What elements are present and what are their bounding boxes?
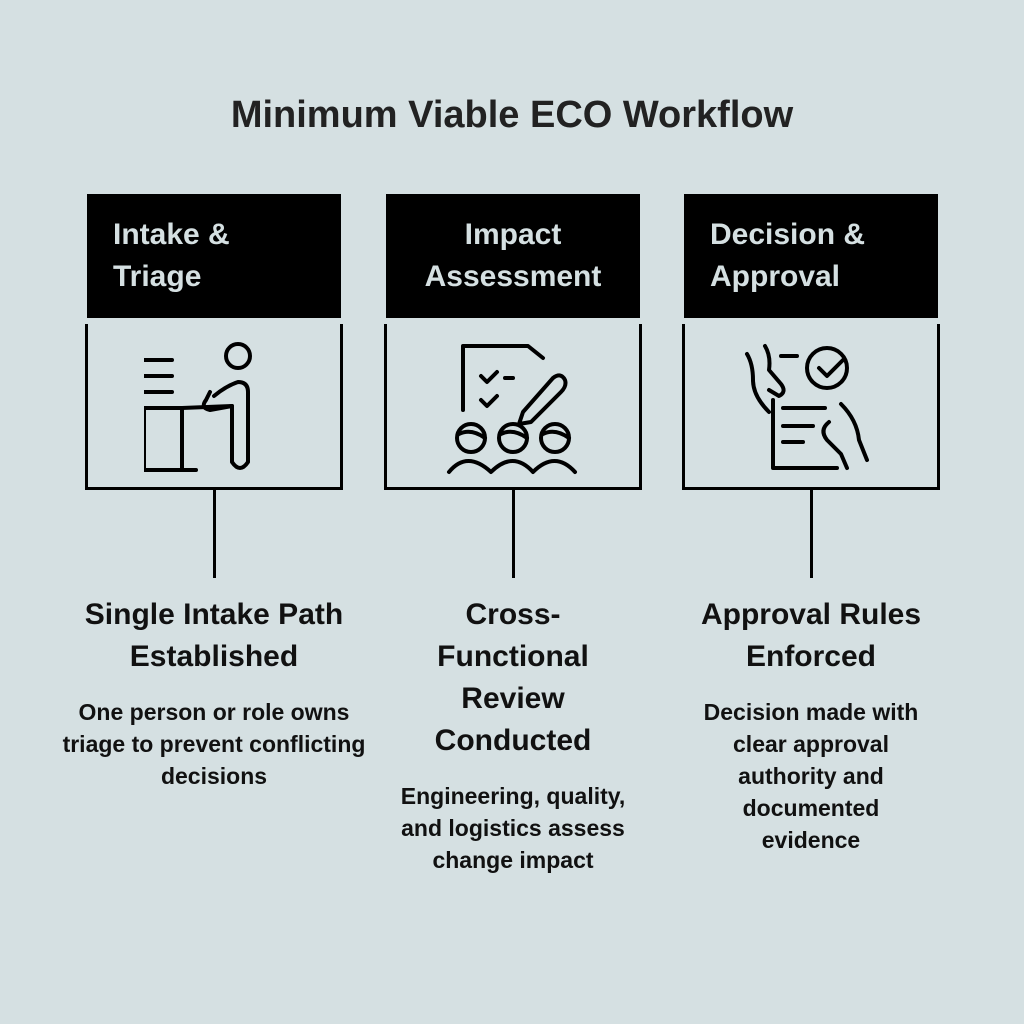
step-description: Decision made with clear approval author… [703,699,919,853]
step-decision-approval: Decision & Approval Approval Rules Enfor… [682,194,940,853]
step-description: Engineering, quality, and logistics asse… [400,783,626,873]
step-description: One person or role owns triage to preven… [62,699,366,789]
step-header: Intake & Triage [87,194,341,318]
icon-frame [85,324,343,490]
connector-line [512,490,515,578]
step-header: Decision & Approval [684,194,938,318]
connector-line [810,490,813,578]
page-title: Minimum Viable ECO Workflow [230,94,794,136]
step-subtitle: Cross-Functional Review Conducted Engine… [356,594,670,876]
icon-frame [682,324,940,490]
person-at-desk-icon [144,342,252,472]
step-subtitle: Approval Rules Enforced Decision made wi… [654,594,968,856]
approved-document-icon [745,344,869,470]
step-intake-triage: Intake & Triage Single Intake Path Estab… [63,194,365,789]
step-subtitle: Single Intake Path Established One perso… [57,594,371,792]
connector-line [213,490,216,578]
step-header: Impact Assessment [386,194,640,318]
step-impact-assessment: Impact Assessment Cross-Functional Revie… [384,194,642,873]
icon-frame [384,324,642,490]
team-review-checklist-icon [447,344,577,474]
